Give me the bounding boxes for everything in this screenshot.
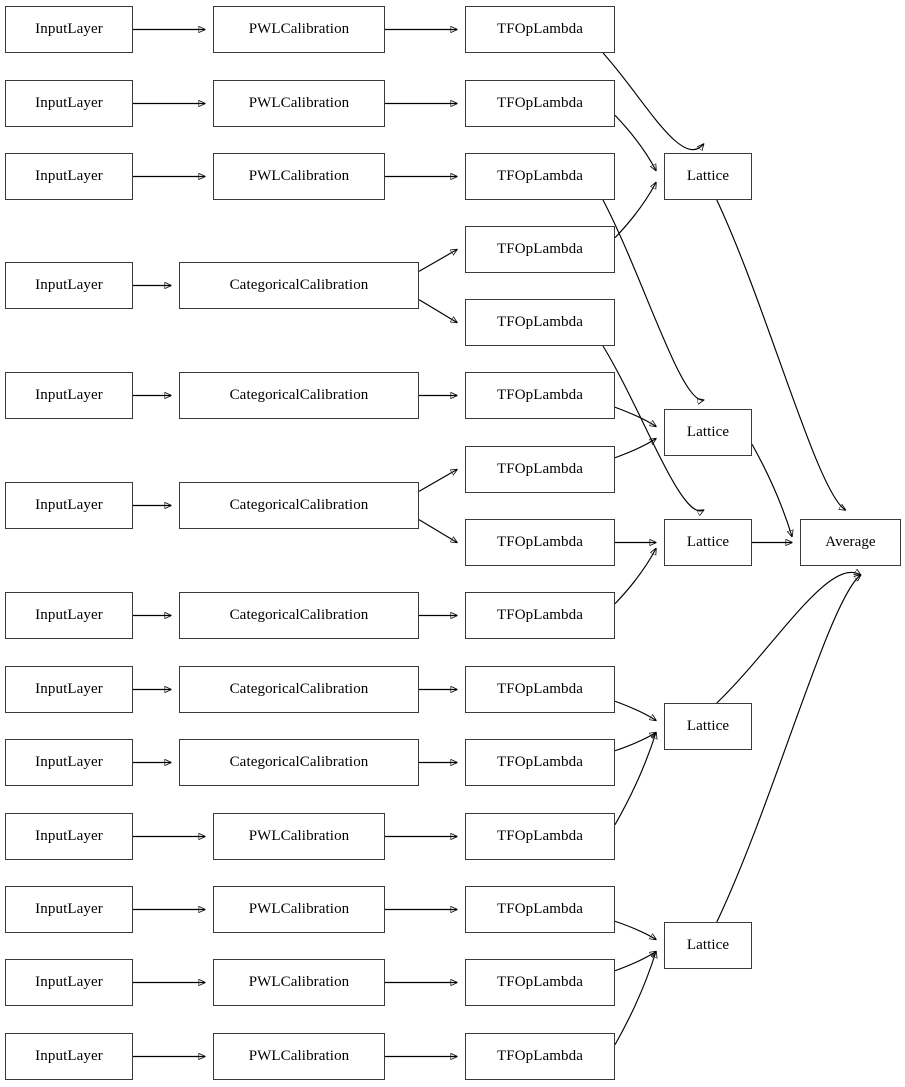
graph-node-op2: TFOpLambda	[465, 80, 615, 127]
graph-node-cal7: CategoricalCalibration	[179, 592, 419, 639]
graph-edge-op9-to-lat3	[614, 549, 656, 605]
graph-node-lat4: Lattice	[664, 703, 752, 750]
graph-node-cal2: PWLCalibration	[213, 80, 385, 127]
graph-node-op15: TFOpLambda	[465, 1033, 615, 1080]
graph-node-in3: InputLayer	[5, 153, 133, 200]
graph-node-lat2: Lattice	[664, 409, 752, 456]
graph-edge-cal4-to-op4	[418, 250, 457, 272]
graph-edge-op11-to-lat4	[614, 733, 656, 752]
graph-edge-op10-to-lat4	[614, 700, 656, 720]
graph-node-op14: TFOpLambda	[465, 959, 615, 1006]
graph-edge-op1-to-lat1	[602, 52, 704, 150]
graph-node-in8: InputLayer	[5, 666, 133, 713]
graph-edge-op7-to-lat2	[614, 439, 656, 459]
graph-node-in12: InputLayer	[5, 959, 133, 1006]
graph-node-in7: InputLayer	[5, 592, 133, 639]
graph-edge-lat1-to-avg	[716, 199, 846, 510]
graph-node-in9: InputLayer	[5, 739, 133, 786]
graph-node-cal5: CategoricalCalibration	[179, 372, 419, 419]
graph-node-op8: TFOpLambda	[465, 519, 615, 566]
graph-edge-op6-to-lat2	[614, 406, 656, 426]
graph-edge-op14-to-lat5	[614, 952, 656, 972]
graph-node-cal12: PWLCalibration	[213, 959, 385, 1006]
graph-node-cal3: PWLCalibration	[213, 153, 385, 200]
graph-edge-cal4-to-op5	[418, 299, 457, 323]
graph-edge-lat2-to-avg	[751, 443, 792, 536]
graph-node-cal6: CategoricalCalibration	[179, 482, 419, 529]
graph-node-cal9: CategoricalCalibration	[179, 739, 419, 786]
graph-edge-cal6-to-op8	[418, 519, 457, 543]
graph-node-in1: InputLayer	[5, 6, 133, 53]
graph-node-op3: TFOpLambda	[465, 153, 615, 200]
graph-edge-cal6-to-op7	[418, 470, 457, 492]
graph-node-op1: TFOpLambda	[465, 6, 615, 53]
graph-edge-op4-to-lat1	[614, 183, 656, 239]
graph-node-cal11: PWLCalibration	[213, 886, 385, 933]
graph-node-in11: InputLayer	[5, 886, 133, 933]
graph-node-lat5: Lattice	[664, 922, 752, 969]
graph-edge-op2-to-lat1	[614, 114, 656, 170]
graph-node-op6: TFOpLambda	[465, 372, 615, 419]
graph-node-cal13: PWLCalibration	[213, 1033, 385, 1080]
graph-edge-op3-to-lat2	[602, 199, 704, 400]
graph-node-op4: TFOpLambda	[465, 226, 615, 273]
graph-node-op13: TFOpLambda	[465, 886, 615, 933]
graph-node-op10: TFOpLambda	[465, 666, 615, 713]
graph-node-cal1: PWLCalibration	[213, 6, 385, 53]
graph-node-in13: InputLayer	[5, 1033, 133, 1080]
graph-node-in10: InputLayer	[5, 813, 133, 860]
graph-edge-op13-to-lat5	[614, 920, 656, 939]
graph-node-cal8: CategoricalCalibration	[179, 666, 419, 713]
graph-node-in6: InputLayer	[5, 482, 133, 529]
graph-node-lat1: Lattice	[664, 153, 752, 200]
graph-edge-lat4-to-avg	[716, 572, 861, 704]
graph-edge-op15-to-lat5	[614, 952, 656, 1046]
graph-node-in4: InputLayer	[5, 262, 133, 309]
graph-node-in5: InputLayer	[5, 372, 133, 419]
graph-node-in2: InputLayer	[5, 80, 133, 127]
graph-node-op5: TFOpLambda	[465, 299, 615, 346]
graph-node-avg: Average	[800, 519, 901, 566]
graph-node-cal4: CategoricalCalibration	[179, 262, 419, 309]
graph-node-cal10: PWLCalibration	[213, 813, 385, 860]
graph-node-op11: TFOpLambda	[465, 739, 615, 786]
graph-node-lat3: Lattice	[664, 519, 752, 566]
graph-node-op9: TFOpLambda	[465, 592, 615, 639]
graph-edge-op12-to-lat4	[614, 733, 656, 826]
graph-node-op12: TFOpLambda	[465, 813, 615, 860]
graph-node-op7: TFOpLambda	[465, 446, 615, 493]
